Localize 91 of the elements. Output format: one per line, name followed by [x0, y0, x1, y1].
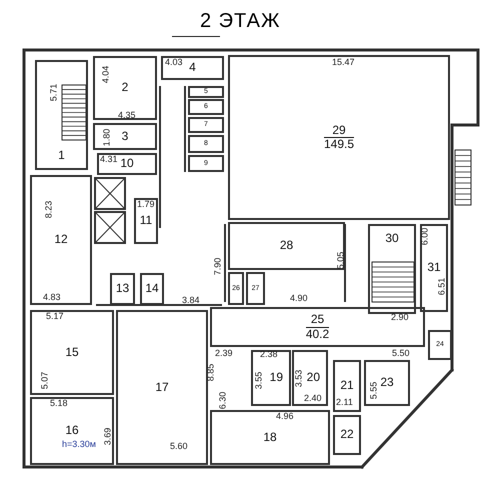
- room: [368, 224, 416, 314]
- floor-title: 2 ЭТАЖ: [200, 10, 280, 33]
- dimension-label: 5.60: [170, 442, 188, 451]
- dimension-label: 4.03: [165, 58, 183, 67]
- room: [30, 310, 114, 395]
- dimension-label: 4.90: [290, 294, 308, 303]
- room: [188, 135, 224, 153]
- dimension-label: 4.31: [100, 155, 118, 164]
- room: [93, 123, 157, 150]
- dimension-label: 3.69: [103, 428, 112, 446]
- ceiling-height-note: h=3.30м: [62, 440, 96, 449]
- dimension-label: 5.71: [49, 84, 58, 102]
- room-number: 22: [340, 428, 354, 442]
- dimension-label: 3.84: [182, 296, 200, 305]
- room-number: 18: [263, 430, 277, 444]
- dimension-label: 1.80: [102, 128, 112, 146]
- room-number: 19: [270, 371, 283, 385]
- room: [188, 117, 224, 133]
- room-number: 20: [306, 371, 320, 385]
- room: [364, 360, 410, 406]
- dimension-label: 7.90: [213, 258, 222, 276]
- room: [210, 410, 330, 465]
- room: [97, 153, 157, 175]
- dimension-label: 4.04: [101, 66, 110, 84]
- dimension-label: 2.38: [260, 350, 278, 359]
- room: [140, 273, 164, 305]
- dimension-label: 3.55: [254, 372, 264, 390]
- dimension-label: 2.39: [215, 349, 233, 358]
- room: [188, 86, 224, 98]
- room: [428, 330, 452, 360]
- room-number: 25: [310, 313, 324, 326]
- room: [420, 224, 448, 312]
- room: [30, 175, 92, 305]
- dimension-label: 2.11: [336, 398, 353, 407]
- dimension-label: 1.79: [137, 200, 155, 209]
- room-number: 28: [280, 239, 294, 253]
- room: [35, 60, 88, 170]
- room: [161, 56, 224, 80]
- room-area: 149.5: [324, 137, 354, 152]
- room-area: 40.2: [306, 326, 330, 341]
- room-number: 13: [116, 282, 130, 296]
- dimension-label: 8.23: [44, 200, 54, 218]
- room-number: 3: [122, 130, 128, 144]
- room: [110, 273, 135, 305]
- room: [228, 222, 345, 270]
- room: [188, 99, 224, 115]
- room: [251, 350, 291, 406]
- dimension-label: 15.47: [332, 58, 355, 67]
- dimension-label: 2.90: [391, 313, 409, 322]
- room: [333, 360, 361, 412]
- room-number: 31: [427, 261, 441, 275]
- room-number: 15: [65, 346, 79, 360]
- room: [210, 307, 425, 347]
- dimension-label: 6.30: [218, 392, 228, 410]
- room: [134, 198, 158, 244]
- dimension-label: 4.83: [43, 293, 61, 302]
- dimension-label: 6.51: [437, 278, 446, 296]
- room: [228, 272, 244, 305]
- room-number: 2: [122, 81, 128, 95]
- dimension-label: 2.40: [304, 394, 322, 403]
- room: [188, 155, 224, 172]
- room-number: 16: [65, 424, 79, 438]
- room: [228, 55, 450, 220]
- room-number: 21: [340, 379, 354, 393]
- dimension-label: 4.35: [118, 111, 136, 120]
- room: [116, 310, 208, 465]
- dimension-label: 5.17: [46, 312, 64, 321]
- dimension-label: 6.00: [420, 228, 430, 246]
- dimension-label: 5.07: [40, 372, 50, 390]
- room-number: 1: [58, 148, 65, 162]
- room: [292, 350, 328, 406]
- room: [30, 397, 114, 465]
- room-number: 30: [385, 232, 399, 246]
- room-number: 23: [380, 376, 394, 390]
- room: [333, 415, 361, 455]
- room-number: 4: [189, 61, 196, 75]
- dimension-label: 5.50: [392, 349, 410, 358]
- room-number: 17: [155, 380, 169, 394]
- dimension-label: 5.55: [369, 382, 378, 400]
- dimension-label: 3.53: [294, 370, 304, 388]
- room-number: 10: [120, 157, 134, 171]
- room-number: 11: [140, 214, 152, 228]
- room: [246, 272, 265, 305]
- dimension-label: 8.85: [206, 364, 216, 382]
- dimension-label: 5.18: [50, 399, 68, 408]
- dimension-label: 4.96: [276, 412, 294, 421]
- room-number: 14: [145, 282, 159, 296]
- room-number: 29: [332, 124, 346, 137]
- room-number: 12: [54, 233, 68, 247]
- room: [93, 56, 157, 120]
- dimension-label: 5.05: [336, 252, 346, 270]
